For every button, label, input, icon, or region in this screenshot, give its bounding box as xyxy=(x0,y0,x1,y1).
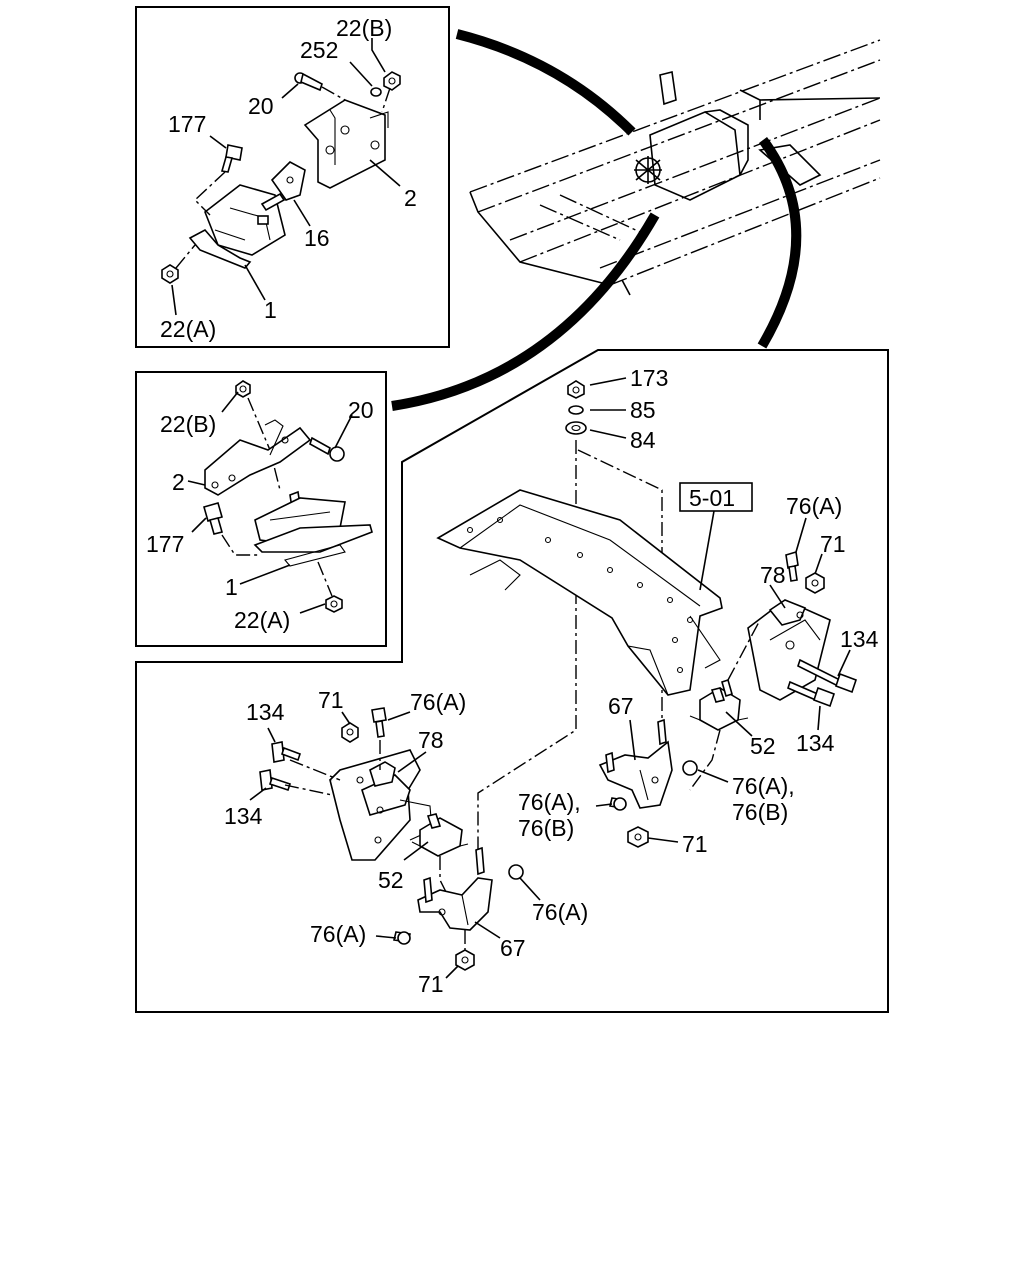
label-76a: 76(A) xyxy=(532,899,588,925)
label-52: 52 xyxy=(378,867,404,893)
label-76a: 76(A) xyxy=(310,921,366,947)
bolt-76a-icon xyxy=(393,931,411,945)
bolt-134-icon xyxy=(787,680,836,708)
bolt-20-icon xyxy=(294,72,323,92)
bolt-20-icon xyxy=(309,436,345,462)
label-76a-76b: 76(B) xyxy=(732,799,788,825)
nut-22b-icon xyxy=(235,380,251,398)
nut-22b-icon xyxy=(383,71,401,91)
label-71: 71 xyxy=(682,831,708,857)
bolt-134-icon xyxy=(797,658,858,694)
label-76a: 76(A) xyxy=(786,493,842,519)
mount-rubber-part-1 xyxy=(188,184,286,269)
label-52: 52 xyxy=(750,733,776,759)
label-177: 177 xyxy=(146,531,184,557)
label-134: 134 xyxy=(840,626,879,652)
inset-mid-border xyxy=(135,371,387,647)
label-1: 1 xyxy=(225,574,238,600)
vehicle-frame-overview xyxy=(391,29,881,411)
label-134: 134 xyxy=(796,730,835,756)
label-22b: 22(B) xyxy=(160,411,216,437)
bolt-177-icon xyxy=(220,144,243,173)
nut-71-icon xyxy=(455,949,475,971)
washer-252-icon xyxy=(370,87,382,97)
nut-71-icon xyxy=(341,722,359,743)
rear-mount-bracket-left xyxy=(329,749,433,861)
bolt-76a-icon xyxy=(371,707,387,738)
bracket-67-right xyxy=(598,718,673,809)
label-252: 252 xyxy=(300,37,338,63)
label-1: 1 xyxy=(264,297,277,323)
bolt-76ab-icon xyxy=(682,760,698,776)
label-177: 177 xyxy=(168,111,206,137)
section-reference-label: 5-01 xyxy=(689,485,735,511)
label-71: 71 xyxy=(318,687,344,713)
inset-top-border xyxy=(135,6,450,348)
label-84: 84 xyxy=(630,427,656,453)
label-76a-76b: 76(A), xyxy=(518,789,581,815)
bolt-76ab-icon xyxy=(609,797,627,811)
label-22a: 22(A) xyxy=(234,607,290,633)
rubber-mount-52-right xyxy=(689,678,749,731)
section-reference-box xyxy=(679,482,753,512)
label-2: 2 xyxy=(172,469,185,495)
label-71: 71 xyxy=(418,971,444,997)
label-2: 2 xyxy=(404,185,417,211)
bracket-part-2 xyxy=(303,99,386,189)
main-rear-mount-panel: 5-01 xyxy=(135,349,889,1013)
heat-shield-16 xyxy=(270,161,306,201)
nut-22a-icon xyxy=(325,595,343,613)
nut-71-icon xyxy=(805,572,825,594)
label-173: 173 xyxy=(630,365,668,391)
label-134: 134 xyxy=(246,699,285,725)
washer-84-icon xyxy=(565,421,587,435)
washer-85-icon xyxy=(568,405,584,415)
label-20: 20 xyxy=(348,397,374,423)
bolt-177-icon xyxy=(203,502,223,535)
mount-rubber-part-1 xyxy=(253,497,373,567)
rear-mount-bracket-right xyxy=(747,599,831,701)
bracket-67-left xyxy=(417,846,493,931)
label-134: 134 xyxy=(224,803,263,829)
label-76a-76b: 76(A), xyxy=(732,773,795,799)
label-22a: 22(A) xyxy=(160,316,216,342)
bolt-134-icon xyxy=(259,769,292,792)
main-panel-border xyxy=(135,349,889,1013)
label-67: 67 xyxy=(500,935,526,961)
nut-71-icon xyxy=(627,826,649,848)
label-78: 78 xyxy=(760,562,786,588)
bolt-134-icon xyxy=(271,741,302,763)
crossmember xyxy=(436,489,723,696)
nut-173-icon xyxy=(567,380,585,399)
label-67: 67 xyxy=(608,693,634,719)
label-78: 78 xyxy=(418,727,444,753)
label-76a: 76(A) xyxy=(410,689,466,715)
label-16: 16 xyxy=(304,225,330,251)
label-76a-76b: 76(B) xyxy=(518,815,574,841)
rubber-mount-52-left xyxy=(411,813,469,857)
nut-22a-icon xyxy=(161,264,179,284)
bracket-part-2 xyxy=(204,426,312,496)
label-20: 20 xyxy=(248,93,274,119)
bolt-76a-icon xyxy=(508,864,524,880)
inset-front-mount-bottom: 22(B) 20 2 177 1 22(A) xyxy=(135,371,387,647)
bolt-76a-icon xyxy=(785,550,799,582)
label-85: 85 xyxy=(630,397,656,423)
inset-front-mount-top: 22(B) 252 20 177 2 16 1 22(A) xyxy=(135,6,450,348)
label-71: 71 xyxy=(820,531,846,557)
label-22b: 22(B) xyxy=(336,15,392,41)
